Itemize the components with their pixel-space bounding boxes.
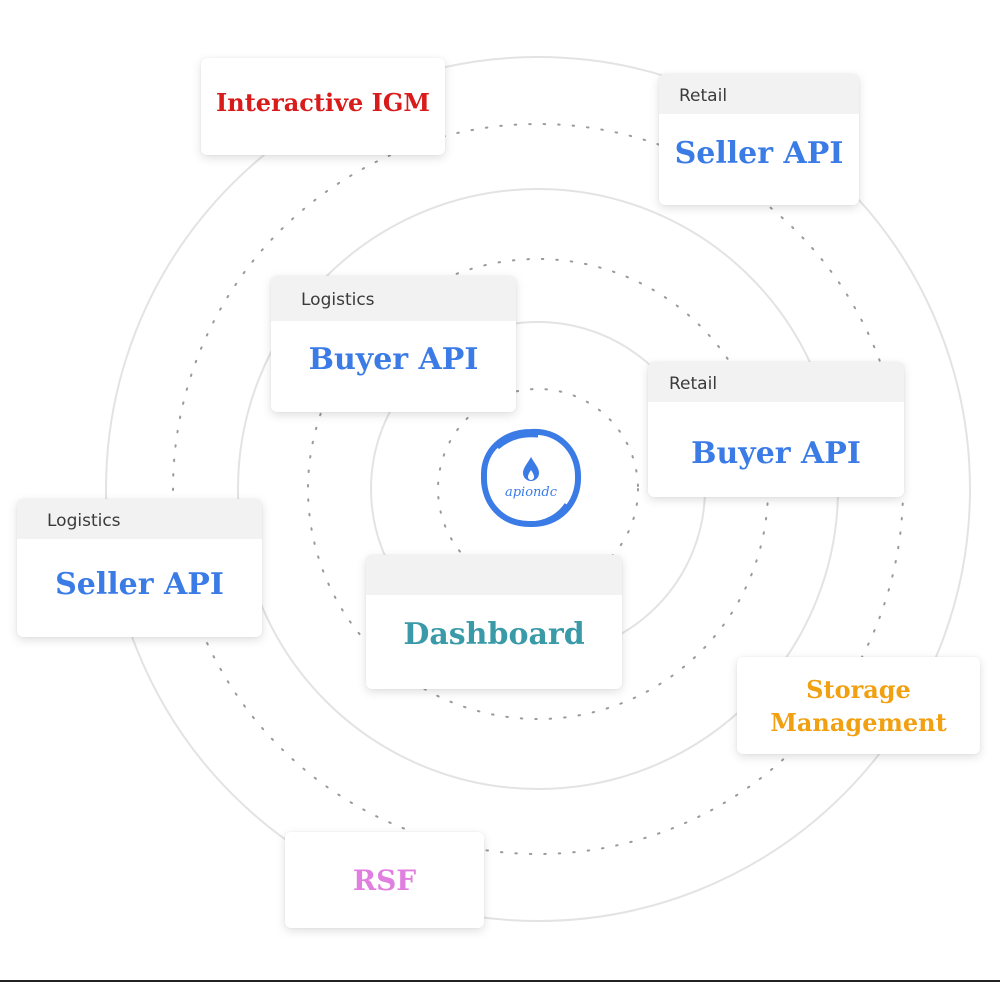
logo-text: apiondc — [505, 485, 558, 500]
storage-management-title-line2: Management — [770, 708, 947, 737]
logo-brush-stroke — [497, 434, 539, 450]
logistics-seller-api-header: Logistics — [17, 499, 262, 539]
dashboard-title: Dashboard — [403, 617, 585, 652]
logistics-seller-api-card[interactable]: Logistics Seller API — [17, 499, 262, 637]
outer-ring — [105, 56, 971, 922]
bottom-divider — [0, 980, 1000, 982]
logistics-seller-api-title: Seller API — [55, 567, 224, 602]
retail-buyer-api-card[interactable]: Retail Buyer API — [648, 362, 904, 497]
apiondc-logo: apiondc — [480, 428, 582, 528]
logistics-buyer-api-header: Logistics — [271, 276, 516, 321]
retail-seller-api-card[interactable]: Retail Seller API — [659, 74, 859, 205]
retail-seller-api-title: Seller API — [674, 136, 844, 171]
rsf-card[interactable]: RSF — [285, 832, 484, 928]
retail-buyer-api-header: Retail — [648, 362, 904, 402]
retail-seller-api-header: Retail — [659, 74, 859, 114]
logistics-buyer-api-card[interactable]: Logistics Buyer API — [271, 276, 516, 412]
inner-dotted-ring — [437, 388, 639, 590]
retail-buyer-api-title: Buyer API — [691, 436, 861, 471]
storage-management-title-line1: Storage — [806, 675, 911, 704]
logo-brush-stroke-2 — [529, 503, 568, 525]
interactive-igm-title: Interactive IGM — [216, 88, 430, 117]
rsf-title: RSF — [352, 864, 417, 897]
dashboard-header — [366, 555, 622, 595]
logistics-buyer-api-title: Buyer API — [308, 342, 479, 377]
interactive-igm-card[interactable]: Interactive IGM — [201, 58, 445, 155]
dashboard-card[interactable]: Dashboard — [366, 555, 622, 689]
flame-inner-icon — [528, 470, 534, 480]
flame-icon — [523, 457, 539, 481]
storage-management-card[interactable]: Storage Management — [737, 657, 980, 754]
